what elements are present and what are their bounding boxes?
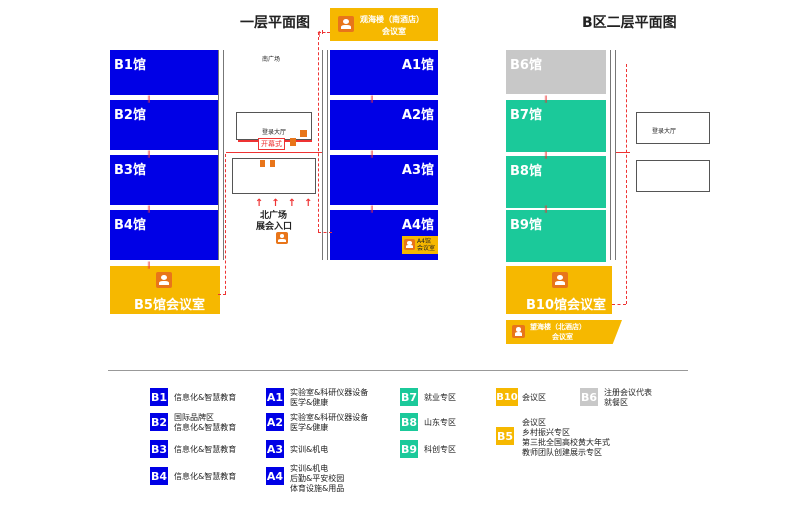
hall-b8[interactable]: B8馆 [506, 156, 606, 208]
hall-b7[interactable]: B7馆 [506, 100, 606, 152]
floor2-registration-hall-lower [636, 160, 710, 192]
legend-badge: B4 [150, 467, 168, 485]
legend-badge: A1 [266, 388, 284, 406]
hall-a1[interactable]: A1馆 [330, 50, 438, 95]
legend-badge: B6 [580, 388, 598, 406]
service-icon [300, 130, 307, 137]
hall-b9[interactable]: B9馆 [506, 210, 606, 262]
meeting-icon [552, 272, 568, 288]
route-arrow: ↑ [316, 30, 323, 39]
legend-badge: B9 [400, 440, 418, 458]
corridor-red-line-2 [226, 152, 322, 153]
meeting-icon [512, 325, 525, 338]
legend-badge: A3 [266, 440, 284, 458]
meeting-icon [338, 16, 354, 32]
entrance-label: 展会入口 [256, 222, 293, 232]
hall-b5-meeting[interactable]: B5馆会议室 [110, 266, 220, 314]
hall-a4[interactable]: A4馆 [330, 210, 438, 260]
floor2-registration-hall-upper [636, 112, 710, 144]
a4-meeting-room[interactable]: A4馆 会议室 [402, 236, 438, 254]
opening-ceremony-label[interactable]: 开幕式 [258, 138, 285, 150]
legend-badge: B3 [150, 440, 168, 458]
entrance-arrows: ↑↑↑↑ [255, 198, 321, 209]
hall-a2[interactable]: A2馆 [330, 100, 438, 150]
south-hotel-meeting[interactable]: 观海楼（南酒店） 会议室 [330, 8, 438, 41]
meeting-icon [404, 239, 415, 250]
hall-b6[interactable]: B6馆 [506, 50, 606, 94]
north-hotel-meeting[interactable]: 望海楼（北酒店） 会议室 [506, 320, 622, 344]
hall-a3[interactable]: A3馆 [330, 155, 438, 205]
person-icon [276, 232, 288, 244]
info-icon [260, 160, 265, 167]
hall-b1[interactable]: B1馆 [110, 50, 218, 95]
meeting-icon [156, 272, 172, 288]
legend-badge: B7 [400, 388, 418, 406]
info-icon [290, 138, 296, 146]
floor2-corridor-wall [610, 50, 616, 260]
legend-badge: B8 [400, 413, 418, 431]
hall-b4[interactable]: B4馆 [110, 210, 218, 260]
floor2-registration-label: 登录大厅 [652, 128, 677, 135]
legend-badge: A2 [266, 413, 284, 431]
north-square-label: 北广场 [260, 211, 288, 221]
south-square-label: 南广场 [262, 56, 281, 63]
hall-b3[interactable]: B3馆 [110, 155, 218, 205]
left-corridor-wall [218, 50, 224, 260]
legend-badge: B10 [496, 388, 518, 406]
hall-b10-meeting[interactable]: B10馆会议室 [506, 266, 612, 314]
floor2-title: B区二层平面图 [582, 15, 677, 31]
legend-badge: B5 [496, 427, 514, 445]
registration-label: 登录大厅 [262, 129, 287, 136]
hall-b2[interactable]: B2馆 [110, 100, 218, 150]
info-icon [270, 160, 275, 167]
legend-badge: B2 [150, 413, 168, 431]
legend-divider [108, 370, 688, 371]
right-corridor-wall [322, 50, 328, 260]
legend-badge: A4 [266, 467, 284, 485]
legend-badge: B1 [150, 388, 168, 406]
floor1-title: 一层平面图 [240, 15, 310, 31]
